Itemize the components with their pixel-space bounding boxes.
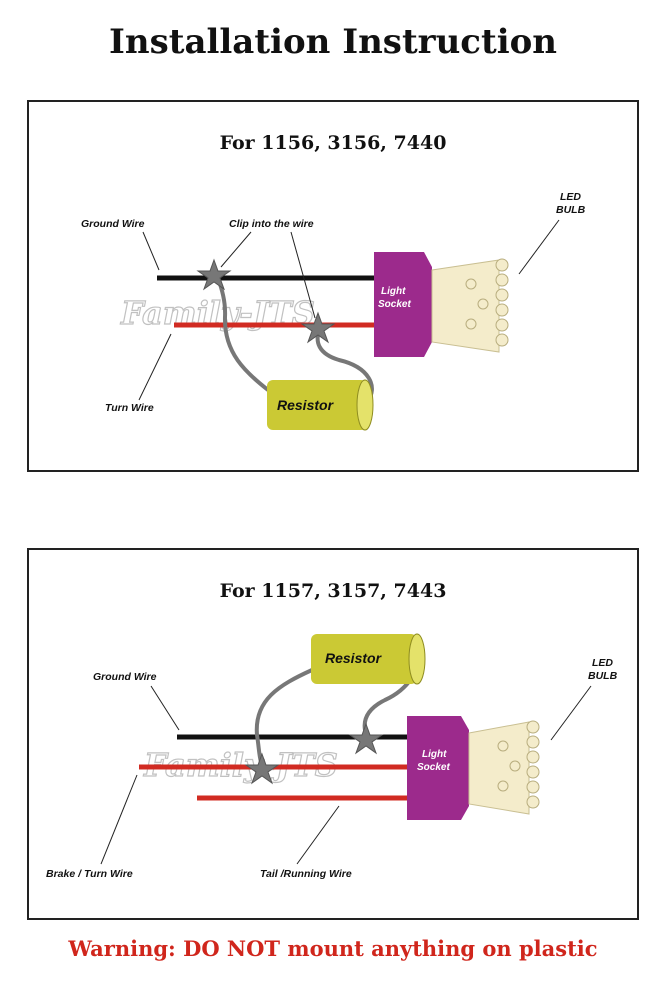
- ground-wire-leader: [150, 685, 180, 731]
- resistor-lead-left: [214, 271, 274, 395]
- led-label-line2: BULB: [588, 670, 618, 682]
- led-leader: [550, 685, 592, 741]
- warning-text: Warning: DO NOT mount anything on plasti…: [68, 936, 598, 961]
- socket-label-line1: Light: [422, 749, 447, 760]
- clip-leader-2: [290, 231, 316, 319]
- resistor-label: Resistor: [277, 397, 335, 413]
- clip-star-turn: [300, 311, 336, 344]
- led-label-line2: BULB: [556, 204, 586, 216]
- ground-wire-label: Ground Wire: [93, 671, 157, 683]
- resistor-lead-left: [254, 668, 313, 763]
- turn-wire-label: Turn Wire: [105, 402, 154, 414]
- led-bulb: [431, 258, 509, 353]
- socket-label-line2: Socket: [378, 299, 411, 310]
- tail-running-wire-label: Tail /Running Wire: [260, 868, 352, 880]
- page-title: Installation Instruction: [108, 22, 558, 62]
- resistor-label: Resistor: [325, 650, 383, 666]
- brake-turn-wire-leader: [100, 774, 138, 865]
- wiring-diagram-2: Family-JTS Resistor Light Socket: [46, 633, 618, 880]
- turn-wire-leader: [138, 333, 172, 401]
- diagram-2-heading: For 1157, 3157, 7443: [219, 580, 447, 602]
- wiring-diagram-1: Family-JTS Resistor Light Socket: [81, 191, 586, 431]
- resistor: Resistor: [267, 379, 374, 431]
- led-leader: [518, 219, 560, 275]
- diagram-1157-panel: For 1157, 3157, 7443 Family-JTS Resistor…: [27, 548, 639, 920]
- socket-label-line1: Light: [381, 286, 406, 297]
- resistor-lead-right: [315, 327, 374, 404]
- diagram-1-heading: For 1156, 3156, 7440: [219, 132, 447, 154]
- tail-running-wire-leader: [296, 805, 340, 865]
- led-bulb: [468, 720, 540, 815]
- resistor: Resistor: [311, 633, 426, 685]
- clip-label: Clip into the wire: [229, 218, 314, 230]
- ground-wire-leader: [142, 231, 160, 271]
- ground-wire-label: Ground Wire: [81, 218, 145, 230]
- led-label-line1: LED: [560, 191, 581, 203]
- socket-label-line2: Socket: [417, 762, 450, 773]
- clip-star-ground: [196, 258, 232, 291]
- clip-star-brake: [244, 752, 280, 785]
- diagram-1156-panel: For 1156, 3156, 7440 Family-JTS Resistor…: [27, 100, 639, 472]
- clip-star-ground: [348, 722, 384, 755]
- clip-leader-1: [220, 231, 252, 268]
- led-label-line1: LED: [592, 657, 613, 669]
- brake-turn-wire-label: Brake / Turn Wire: [46, 868, 133, 880]
- light-socket: Light Socket: [407, 716, 469, 820]
- light-socket: Light Socket: [374, 252, 432, 357]
